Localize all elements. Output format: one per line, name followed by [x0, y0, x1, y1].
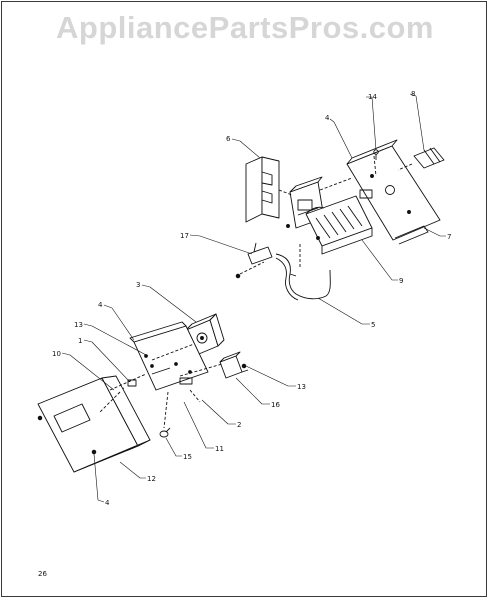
part-4-control-plate[interactable]: [129, 321, 209, 391]
part-8-switch[interactable]: [413, 147, 445, 169]
callout-2: 2: [237, 421, 241, 429]
page-number: 26: [38, 570, 47, 578]
part-17-bracket[interactable]: [247, 242, 273, 265]
callout-10: 10: [52, 350, 61, 358]
screw-icon: [91, 449, 97, 455]
screw-icon: [235, 273, 241, 279]
callout-16: 16: [271, 401, 280, 409]
part-15-bulb[interactable]: [159, 427, 171, 438]
part-9-ice-mold[interactable]: [305, 195, 373, 255]
part-5-wire-harness[interactable]: [275, 253, 331, 301]
callout-6: 6: [226, 135, 231, 143]
callout-11: 11: [215, 445, 224, 453]
callout-14: 14: [368, 93, 377, 101]
callout-5: 5: [371, 321, 375, 329]
callout-9: 9: [399, 277, 403, 285]
callout-17: 17: [180, 232, 189, 240]
callout-4: 4: [105, 499, 110, 507]
part-13-screw[interactable]: [241, 363, 247, 369]
part-4-mounting-plate[interactable]: [346, 139, 441, 241]
callout-15: 15: [183, 453, 192, 461]
leader-lines: [61, 93, 446, 503]
assembly-lines-upper: [239, 155, 413, 275]
screw-icon: [37, 415, 43, 421]
callout-8: 8: [411, 90, 415, 98]
part-16-relay[interactable]: [219, 351, 249, 379]
callout-4: 4: [98, 301, 103, 309]
callout-13: 13: [297, 383, 306, 391]
part-1-clip[interactable]: [127, 379, 137, 387]
part-6-shield[interactable]: [245, 156, 280, 223]
callout-3: 3: [136, 281, 140, 289]
callout-4: 4: [325, 114, 330, 122]
callout-1: 1: [78, 337, 82, 345]
callout-7: 7: [447, 233, 451, 241]
part-12-front-cover[interactable]: [37, 375, 151, 473]
assembly-lines-lower: [99, 343, 223, 429]
callout-13: 13: [74, 321, 83, 329]
screw-icon: [286, 224, 290, 228]
callout-12: 12: [147, 475, 156, 483]
